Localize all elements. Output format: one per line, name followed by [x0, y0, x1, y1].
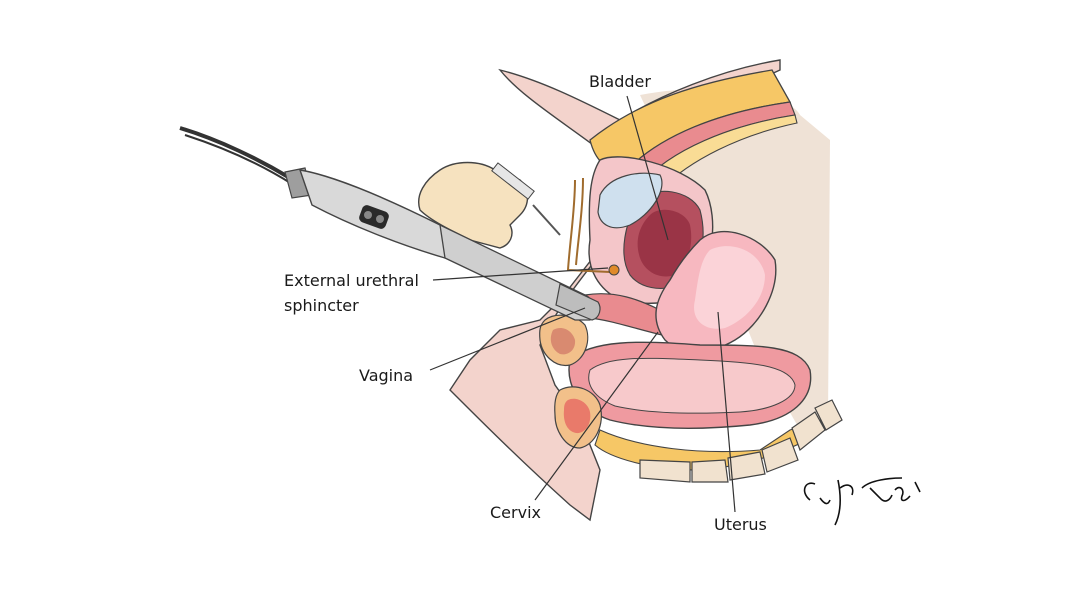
- bowel-inner: [588, 357, 796, 414]
- rectum-inner: [550, 328, 576, 355]
- bladder-cavity: [637, 209, 692, 277]
- leader-vagina: [429, 307, 586, 371]
- rectum-lower-inner: [563, 398, 591, 434]
- blue-region: [597, 172, 663, 229]
- label-uterus: Uterus: [714, 515, 767, 534]
- artist-signature: [803, 477, 921, 526]
- urethra: [566, 179, 611, 273]
- leader-uterus: [717, 311, 736, 513]
- label-sphincter-line2: sphincter: [284, 296, 359, 315]
- sphincter-marker: [608, 264, 620, 276]
- urethra-2: [575, 177, 584, 266]
- label-vagina: Vagina: [359, 366, 414, 385]
- fat-layer-inner: [639, 114, 798, 191]
- cable: [179, 126, 292, 180]
- label-cervix: Cervix: [490, 503, 541, 522]
- fat-lower: [594, 419, 826, 471]
- leader-lines: [429, 95, 736, 513]
- label-bladder: Bladder: [589, 72, 651, 91]
- syringe: [491, 162, 561, 236]
- leader-sphincter: [432, 267, 609, 281]
- ultrasound-probe: [284, 167, 601, 321]
- leader-bladder: [626, 95, 669, 241]
- label-sphincter-line1: External urethral: [284, 271, 419, 290]
- uterus-highlight: [694, 246, 765, 329]
- cable-2: [184, 134, 293, 185]
- leader-cervix: [534, 331, 659, 501]
- sacrum-bones: [639, 399, 843, 483]
